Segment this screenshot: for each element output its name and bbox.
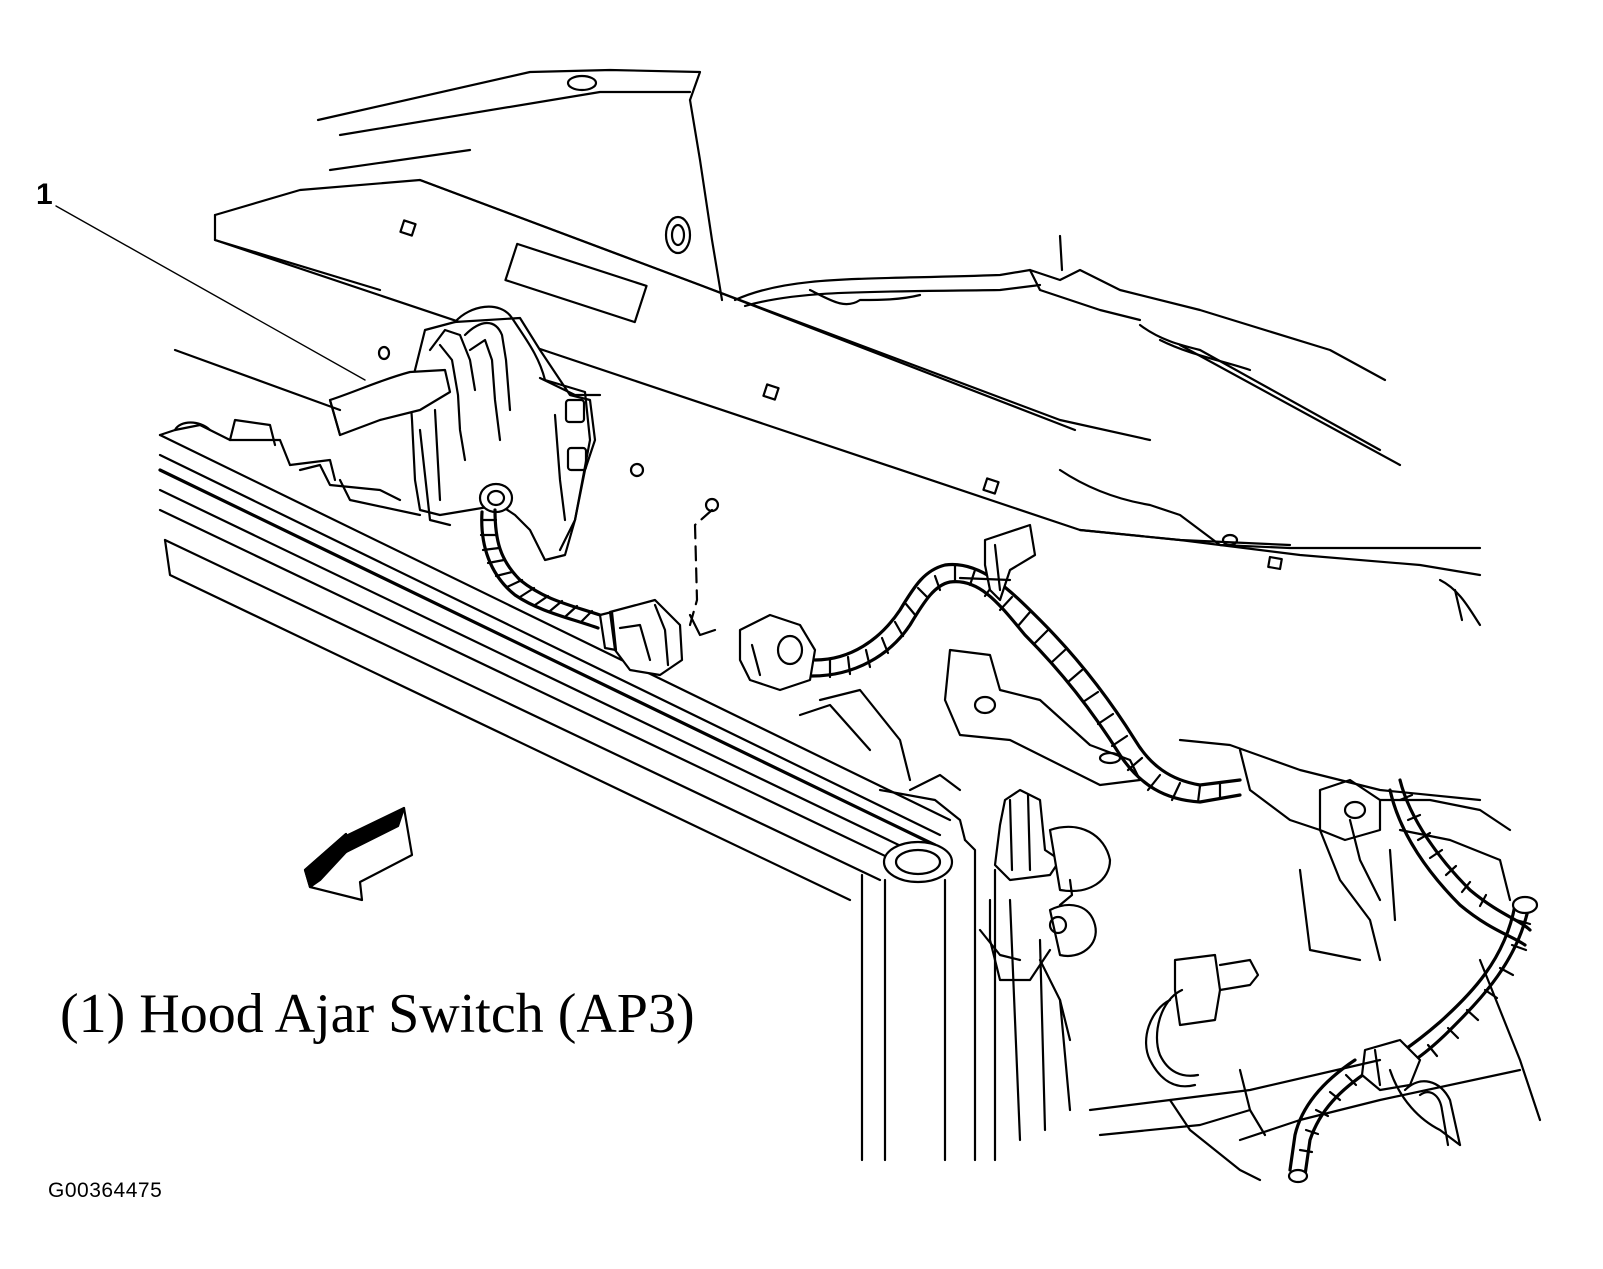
radiator-fitting: [978, 788, 1112, 1042]
callout-1-leader: [55, 205, 366, 381]
radiator-rails: [158, 348, 967, 902]
fender-edge: [733, 234, 1402, 467]
callout-number-1: 1: [36, 178, 53, 211]
lower-right-components: [943, 648, 1542, 1184]
wiring-harness: [479, 497, 1242, 804]
radiator-tank: [860, 838, 1072, 1162]
hood-latch-assembly: [328, 305, 645, 562]
front-direction-arrow-icon: [303, 806, 414, 902]
upper-body-panel: [316, 68, 724, 302]
figure-id: G00364475: [48, 1179, 163, 1202]
radiator-support-tie-bar: [213, 178, 1482, 627]
figure-caption: (1) Hood Ajar Switch (AP3): [60, 983, 695, 1045]
